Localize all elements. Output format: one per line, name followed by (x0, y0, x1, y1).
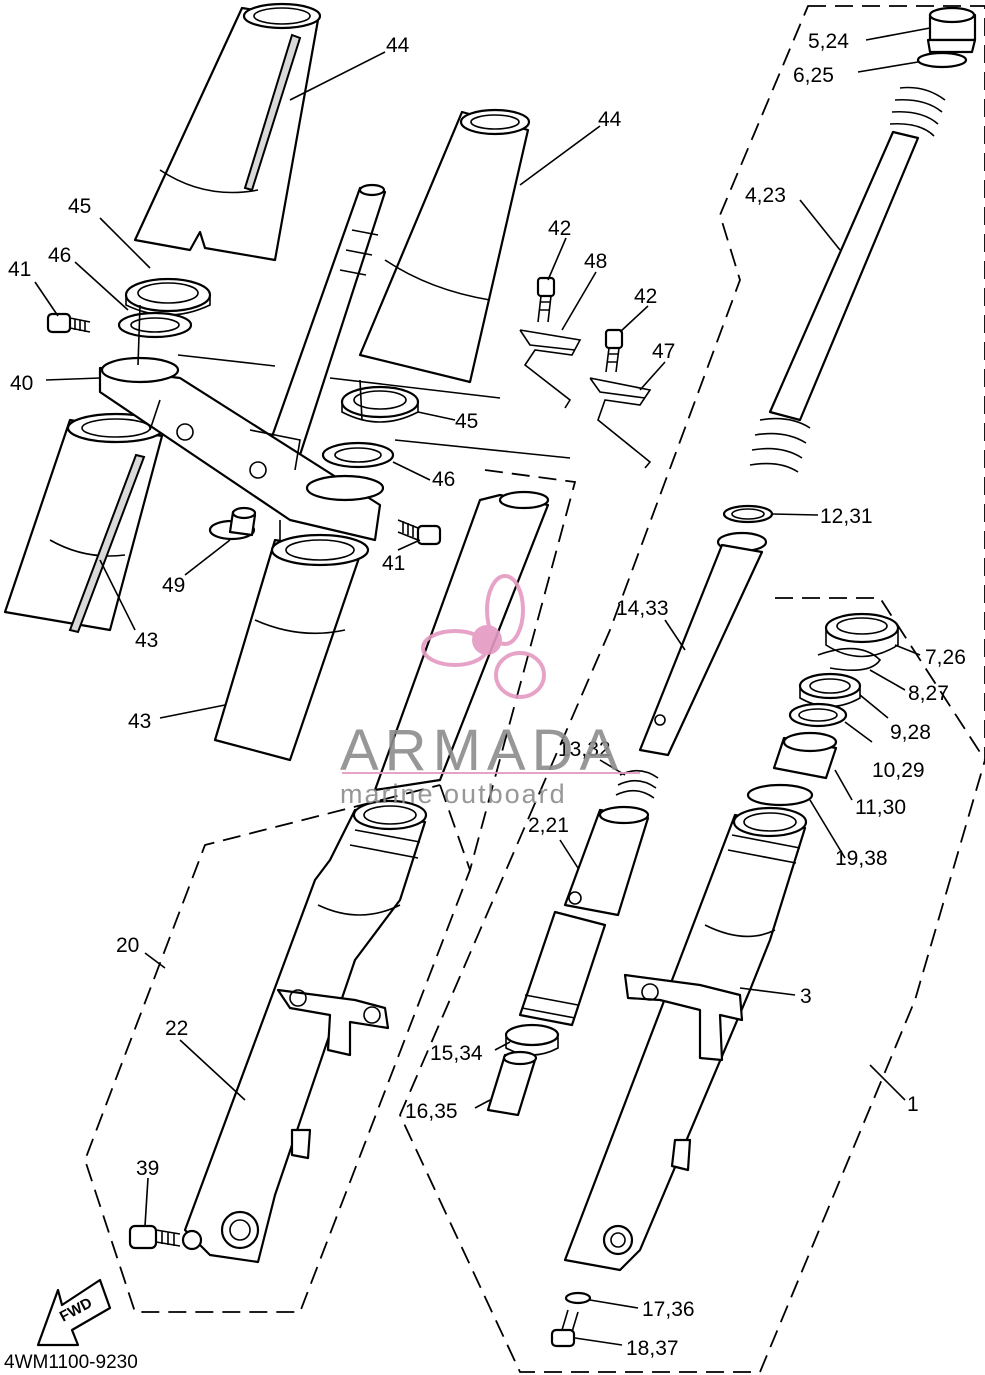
upper-cover-44-left (133, 2, 322, 262)
callout-43-b: 43 (128, 710, 151, 733)
assembly-guide-lines (137, 304, 571, 540)
propeller-logo-icon (421, 574, 546, 699)
spring-12-31 (722, 504, 774, 524)
callout-39: 39 (136, 1157, 159, 1180)
damper-rod-14-33 (638, 531, 768, 757)
callout-41-b: 41 (382, 552, 405, 575)
washer-46-right (321, 441, 395, 469)
washer-46-left (117, 311, 193, 339)
cap-bolt-5-24 (926, 6, 977, 54)
inner-tube (373, 490, 550, 792)
callout-20: 20 (116, 934, 139, 957)
clip-48 (519, 329, 582, 409)
assembly-1-boundary (399, 5, 985, 1373)
callout-12-31: 12,31 (820, 505, 873, 528)
bolt-42-upper (536, 276, 556, 323)
bolt-42-lower (604, 328, 624, 373)
callout-45-b: 45 (455, 410, 478, 433)
callout-3: 3 (800, 985, 812, 1008)
bushing-11-30 (772, 731, 838, 780)
callout-19-38: 19,38 (835, 847, 888, 870)
callout-18-37: 18,37 (626, 1337, 679, 1360)
callout-16-35: 16,35 (405, 1100, 458, 1123)
callout-17-36: 17,36 (642, 1298, 695, 1321)
o-ring-6-25 (916, 51, 968, 69)
callout-14-33: 14,33 (616, 597, 669, 620)
assembly-1-inner-boundary (775, 597, 985, 761)
callout-5-24: 5,24 (808, 30, 849, 53)
callout-49: 49 (162, 574, 185, 597)
clip-47 (589, 377, 652, 469)
bolt-41-right (397, 519, 442, 546)
callout-2-21: 2,21 (528, 814, 569, 837)
bolt-39 (128, 1224, 203, 1251)
washer-10-29-hole (798, 708, 838, 722)
callout-44-b: 44 (598, 108, 622, 131)
callout-44-a: 44 (386, 34, 410, 57)
callout-43-a: 43 (135, 629, 158, 652)
callout-42-a: 42 (548, 217, 571, 240)
callout-42-b: 42 (634, 285, 657, 308)
washer-46-right-hole (334, 447, 382, 463)
callout-46-b: 46 (432, 468, 455, 491)
callout-7-26: 7,26 (925, 646, 966, 669)
washer-46-left-hole (130, 317, 180, 333)
callout-13-32: 13,32 (558, 738, 611, 761)
oil-seal-9-28 (798, 672, 862, 708)
callout-15-34: 15,34 (430, 1042, 483, 1065)
callout-8-27: 8,27 (908, 682, 949, 705)
callout-45-a: 45 (68, 195, 91, 218)
collar-49 (208, 506, 257, 541)
leader-lines (34, 27, 931, 1346)
lower-cover-43-left (3, 412, 166, 634)
callout-1: 1 (907, 1093, 919, 1116)
callout-41-a: 41 (8, 258, 31, 281)
assembly-20-boundary (84, 469, 577, 1313)
outer-tube-22 (183, 799, 428, 1264)
callout-11-30: 11,30 (855, 796, 906, 819)
o-ring-19-38 (746, 783, 814, 807)
callout-10-29: 10,29 (872, 759, 925, 782)
piston-2-21 (563, 805, 650, 917)
retaining-clip-8-27 (817, 647, 882, 671)
callout-48: 48 (584, 250, 607, 273)
callout-labels: 44 44 45 46 41 40 45 46 41 49 43 43 42 4… (8, 30, 966, 1360)
washer-17-36 (564, 1291, 592, 1305)
drawing-code: 4WM1100-9230 (4, 1352, 138, 1373)
upper-cover-44-right (358, 108, 531, 384)
callout-9-28: 9,28 (890, 721, 931, 744)
inner-tube-boundary (439, 784, 471, 871)
callout-46-a: 46 (48, 244, 71, 267)
fwd-arrow-icon: FWD (36, 1278, 112, 1347)
washer-10-29 (788, 702, 848, 728)
spacer-4-23 (749, 86, 946, 473)
inner-tube-cylinder (518, 910, 607, 1027)
lower-cover-43-right (213, 533, 370, 762)
seal-45-right (340, 385, 420, 423)
bolt-18-37 (550, 1309, 579, 1348)
callout-4-23: 4,23 (745, 184, 786, 207)
bolt-41-left (46, 312, 91, 334)
callout-40: 40 (10, 372, 33, 395)
watermark: ARMADA marine outboard (340, 574, 640, 809)
outer-tube-3 (563, 806, 808, 1272)
oil-lock-15-34 (504, 1023, 560, 1056)
callout-22: 22 (165, 1017, 188, 1040)
under-bracket-40 (98, 356, 385, 542)
seal-45-left (124, 277, 212, 316)
watermark-tagline: marine outboard (340, 779, 567, 809)
callout-47: 47 (652, 340, 675, 363)
bushing-16-35 (486, 1050, 538, 1117)
callout-6-25: 6,25 (793, 64, 834, 87)
